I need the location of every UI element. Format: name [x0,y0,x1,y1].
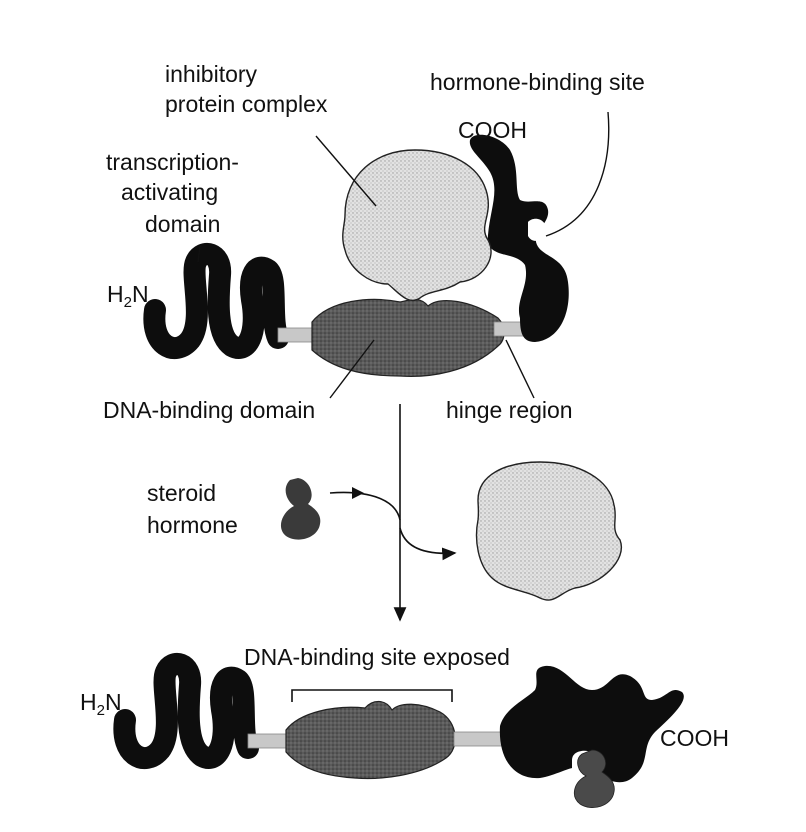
label-transcription-line2: activating [121,179,218,205]
leader-transcription-domain [197,245,201,263]
leader-hinge-region [505,339,535,399]
leader-hormone-binding-site [545,111,610,237]
dna-binding-domain-bottom [285,700,456,780]
label-inhibitory-line2: protein complex [165,91,328,117]
dna-binding-site-bracket [291,689,453,702]
label-inhibitory-line1: inhibitory [165,61,258,87]
complex-release-arrow [399,527,457,561]
hormone-binding-pocket [528,218,547,241]
label-transcription-line1: transcription- [106,149,239,175]
steroid-entry-arrowhead [352,487,364,499]
label-hormone-binding-site: hormone-binding site [430,69,645,95]
inactive-receptor [143,134,569,377]
label-hinge-region: hinge region [446,397,573,423]
released-inhibitory-complex-shape [475,461,623,601]
hormone-binding-domain-shape [469,134,569,342]
inhibitory-protein-complex-shape [342,149,492,302]
label-cooh-bottom: COOH [660,725,729,751]
steroid-entry-arrow [329,491,401,521]
leader-dna-binding-domain [329,339,375,399]
label-dna-binding-site-exposed: DNA-binding site exposed [244,644,510,670]
hormone-binding-domain-bottom [499,665,684,783]
label-cooh-top: COOH [458,117,527,143]
hinge-right [493,321,525,337]
leader-inhibitory [315,135,377,207]
label-transcription-line3: domain [145,211,220,237]
label-steroid-line1: steroid [147,480,216,506]
transcription-activating-domain-bottom [113,653,259,769]
dna-binding-domain-shape [311,298,505,377]
hinge-right-bottom [453,731,505,747]
steroid-hormone-shape [280,478,321,540]
label-steroid-line2: hormone [147,512,238,538]
bound-steroid-hormone [573,749,615,808]
label-dna-binding-domain: DNA-binding domain [103,397,315,423]
transcription-activating-domain-shape [143,243,289,359]
label-h2n-top: H2N [107,281,149,311]
label-h2n-bottom: H2N [80,689,122,719]
active-receptor [113,653,684,808]
